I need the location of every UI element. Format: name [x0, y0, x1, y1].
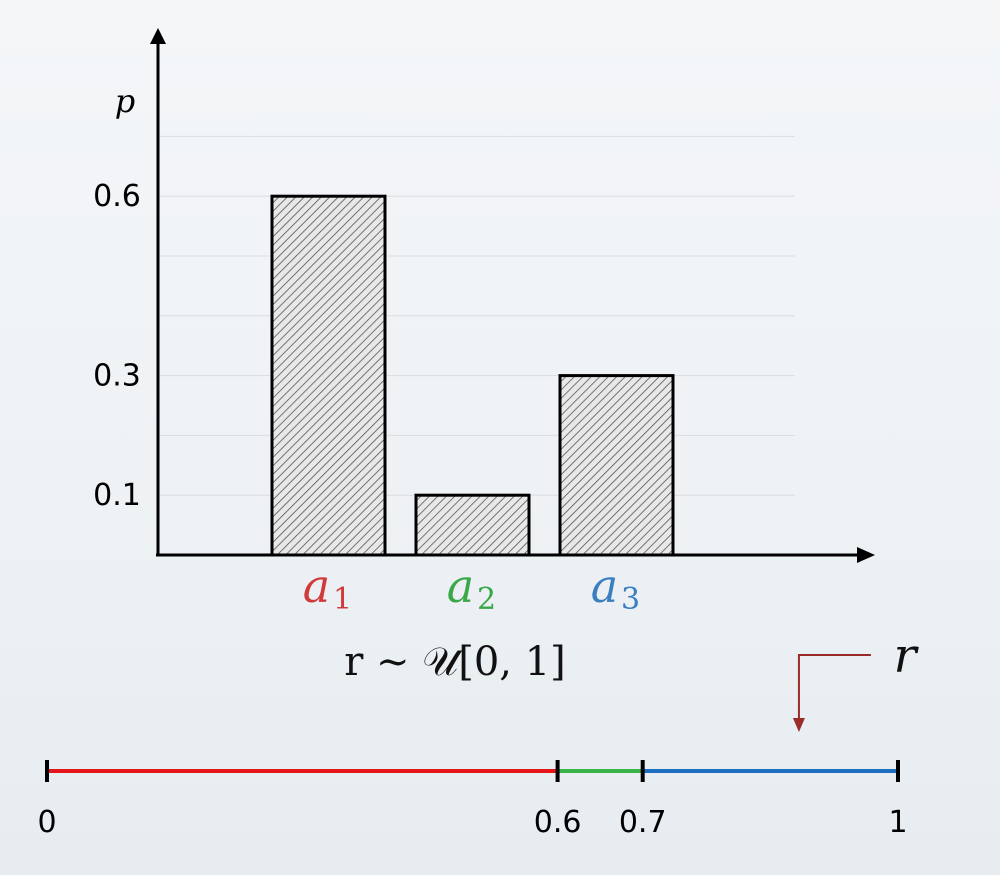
pointer-arrowhead [792, 718, 805, 732]
interval-tick-label: 0.6 [534, 805, 582, 840]
distribution-annotation: r ∼ 𝒰[0, 1] [344, 639, 566, 685]
interval-tick-label: 0.7 [619, 805, 667, 840]
category-label-1: a [303, 559, 330, 613]
y-tick-label: 0.3 [93, 359, 141, 394]
category-label-subscript-2: 2 [477, 582, 496, 617]
y-tick-labels: 0.1 0.3 0.6 [93, 179, 141, 513]
category-label-2: a [447, 559, 474, 613]
interval-tick-labels: 0 0.6 0.7 1 [37, 805, 907, 840]
bar-2 [414, 493, 531, 557]
bar-1 [270, 194, 387, 557]
x-axis-arrowhead [857, 547, 875, 563]
y-tick-label: 0.1 [93, 478, 141, 513]
interval-line [45, 760, 900, 782]
category-label-subscript-1: 1 [333, 582, 352, 617]
y-axis-arrowhead [150, 28, 166, 44]
bar-3 [558, 374, 675, 557]
pointer-arrow-line [797, 654, 871, 722]
interval-tick-label: 1 [888, 805, 907, 840]
gridlines [160, 135, 795, 496]
category-label-subscript-3: 3 [621, 582, 640, 617]
r-pointer: r [792, 628, 919, 732]
bars [270, 194, 675, 557]
category-label-3: a [591, 559, 618, 613]
pointer-label: r [893, 628, 919, 684]
y-tick-label: 0.6 [93, 179, 141, 214]
y-axis-label: p [115, 82, 135, 120]
interval-tick-label: 0 [37, 805, 56, 840]
